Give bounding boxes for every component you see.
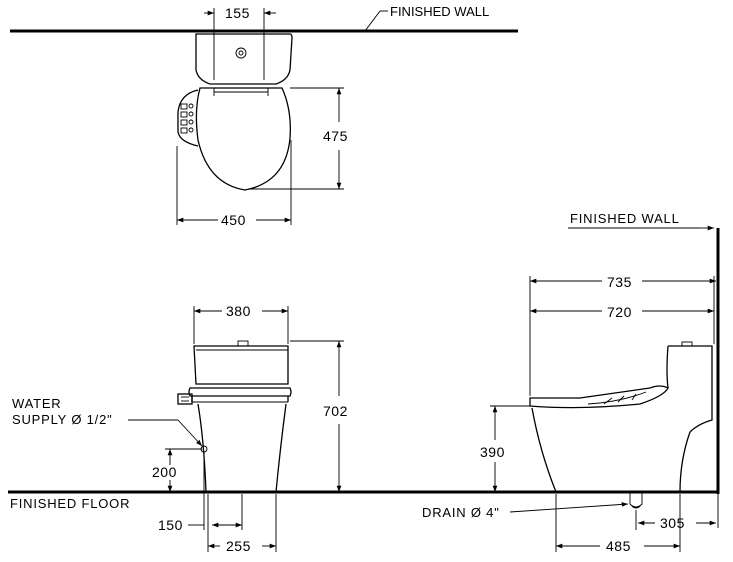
- dim-front-base-width: 255: [226, 538, 251, 554]
- front-body-outline: [197, 403, 287, 493]
- side-seat-outline: [529, 385, 669, 409]
- dim-supply-height: 200: [152, 464, 177, 480]
- side-body-outline: [531, 407, 557, 493]
- drain-fitting-icon: [629, 492, 643, 508]
- dim-side-overall-depth: 735: [607, 274, 632, 290]
- dim-supply-offset: 150: [158, 517, 183, 533]
- flush-button-icon: [235, 47, 247, 59]
- dim-top-width: 450: [221, 212, 246, 228]
- dim-front-tank-width: 380: [226, 303, 251, 319]
- water-supply-label-2: SUPPLY Ø 1/2": [12, 412, 113, 427]
- water-supply-label-1: WATER: [12, 396, 62, 411]
- side-view: FINISHED WALL 735 720 390 DRAIN Ø 4: [422, 211, 720, 554]
- front-view: WATER SUPPLY Ø 1/2" 380 702 200 150 255: [12, 303, 348, 554]
- top-tank-outline: [195, 33, 293, 85]
- side-tank-outline: [668, 345, 713, 433]
- dim-side-drain-to-wall: 305: [660, 515, 685, 531]
- front-seat-outline: [188, 387, 292, 397]
- finished-wall-side-label: FINISHED WALL: [570, 211, 680, 226]
- finished-wall-top-label: FINISHED WALL: [390, 4, 489, 19]
- drain-label: DRAIN Ø 4": [422, 505, 500, 520]
- front-tank-outline: [193, 345, 289, 385]
- finished-floor-label: FINISHED FLOOR: [10, 496, 130, 511]
- front-control-icon: [177, 393, 193, 405]
- dim-side-seat-height: 390: [480, 444, 505, 460]
- dim-top-depth: 475: [323, 128, 348, 144]
- dim-side-seat-depth: 720: [607, 304, 632, 320]
- top-view: FINISHED WALL 155: [10, 4, 518, 228]
- control-panel-icon: [177, 89, 199, 147]
- dim-front-height: 702: [323, 403, 348, 419]
- dim-top-supply-spacing: 155: [225, 5, 250, 21]
- top-seat-outline: [195, 87, 291, 191]
- dim-side-drain-to-front: 485: [606, 538, 631, 554]
- top-wall-leader: [364, 10, 381, 32]
